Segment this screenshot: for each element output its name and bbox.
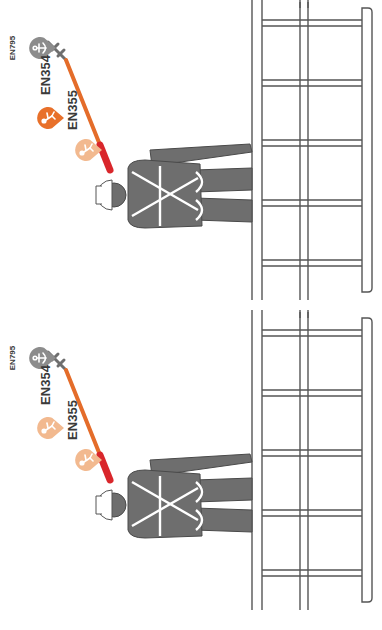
anchor-standard-label: EN795 (9, 36, 17, 60)
fall-icon (42, 112, 55, 123)
fall-icon (80, 454, 93, 465)
standard-label: EN354 (39, 55, 52, 95)
standard-label: EN355 (66, 400, 79, 440)
illustration-panel (48, 0, 372, 300)
pin-marker (75, 449, 102, 471)
illustration-panel (48, 310, 372, 610)
standard-label: EN355 (66, 90, 79, 130)
standard-label: EN354 (39, 365, 52, 405)
pin-marker (37, 417, 64, 439)
lanyard-pin (37, 107, 64, 129)
anchor-standard-label: EN795 (9, 346, 17, 370)
absorber-pin (75, 139, 102, 161)
anchor-icon (33, 353, 46, 363)
pin-marker (37, 107, 64, 129)
anchor-icon (33, 43, 46, 53)
lanyard-pin (37, 417, 64, 439)
pin-marker (75, 139, 102, 161)
fall-icon (80, 144, 93, 155)
fall-icon (42, 422, 55, 433)
absorber-pin (75, 449, 102, 471)
